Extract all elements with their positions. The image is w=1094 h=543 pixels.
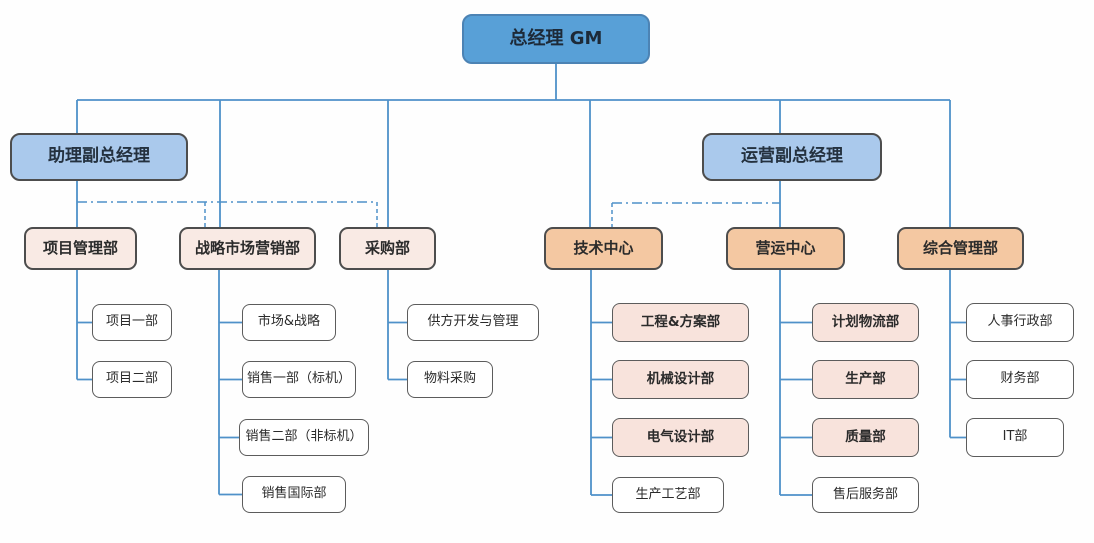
node-quality-dept: 质量部 [812,418,919,457]
node-international-sales-dept: 销售国际部 [242,476,346,513]
node-planning-logistics-dept: 计划物流部 [812,303,919,342]
node-sales-dept-1: 销售一部（标机） [242,361,356,398]
node-project-dept-2: 项目二部 [92,361,172,398]
node-project-dept-1: 项目一部 [92,304,172,341]
node-after-sales-service-dept: 售后服务部 [812,477,919,513]
node-market-strategy: 市场&战略 [242,304,336,341]
node-production-dept: 生产部 [812,360,919,399]
node-engineering-solutions-dept: 工程&方案部 [612,303,749,342]
node-finance-dept: 财务部 [966,360,1074,399]
dotted-connectors [77,201,780,227]
node-strategic-marketing-dept: 战略市场营销部 [179,227,316,270]
node-technical-center: 技术中心 [544,227,663,270]
node-general-management-dept: 综合管理部 [897,227,1024,270]
node-material-purchasing: 物料采购 [407,361,493,398]
node-supplier-development: 供方开发与管理 [407,304,539,341]
solid-connectors [76,64,966,496]
node-project-management-dept: 项目管理部 [24,227,137,270]
node-purchasing-dept: 采购部 [339,227,436,270]
node-assistant-deputy-gm: 助理副总经理 [10,133,188,181]
node-hr-admin-dept: 人事行政部 [966,303,1074,342]
node-operations-deputy-gm: 运营副总经理 [702,133,882,181]
node-operations-center: 营运中心 [726,227,845,270]
node-mechanical-design-dept: 机械设计部 [612,360,749,399]
node-sales-dept-2: 销售二部（非标机） [239,419,369,456]
node-electrical-design-dept: 电气设计部 [612,418,749,457]
node-it-dept: IT部 [966,418,1064,457]
node-production-process-dept: 生产工艺部 [612,477,724,513]
node-general-manager: 总经理 GM [462,14,650,64]
